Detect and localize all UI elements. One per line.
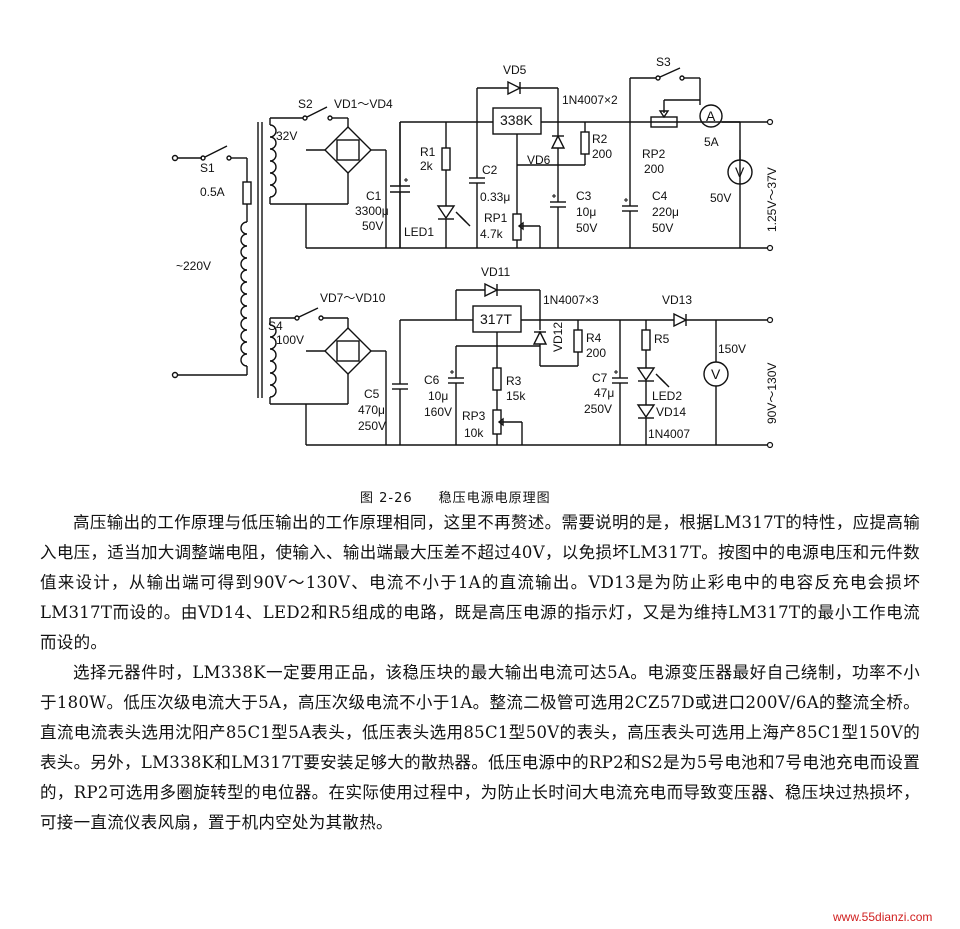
r1-value: 2k bbox=[420, 159, 434, 173]
rp3-label: RP3 bbox=[462, 409, 486, 423]
led2-label: LED2 bbox=[652, 389, 682, 403]
r4-value: 200 bbox=[586, 346, 606, 360]
low-voltmeter-symbol: V bbox=[735, 164, 745, 180]
watermark: www.55dianzi.com bbox=[833, 910, 933, 924]
paragraph: 选择元器件时，LM338K一定要用正品，该稳压块的最大输出电流可达5A。电源变压… bbox=[40, 663, 920, 832]
c2-label: C2 bbox=[482, 163, 498, 177]
c3-value: 10μ bbox=[576, 205, 596, 219]
c1-voltage: 50V bbox=[362, 219, 383, 233]
vd5-label: VD5 bbox=[503, 63, 527, 77]
s2-label: S2 bbox=[298, 97, 313, 111]
secondary-100v-label: 100V bbox=[276, 333, 304, 347]
c6-label: C6 bbox=[424, 373, 440, 387]
c6-value: 10μ bbox=[428, 389, 448, 403]
rp1-value: 4.7k bbox=[480, 227, 504, 241]
regulator-338k-label: 338K bbox=[500, 112, 533, 128]
c4-label: C4 bbox=[652, 189, 668, 203]
s3-label: S3 bbox=[656, 55, 671, 69]
r3-label: R3 bbox=[506, 374, 522, 388]
high-output-range: 90V～130V bbox=[765, 363, 779, 424]
secondary-32v-label: 32V bbox=[276, 129, 297, 143]
s1-label: S1 bbox=[200, 161, 215, 175]
low-voltmeter-range: 50V bbox=[710, 191, 731, 205]
mains-voltage-label: ~220V bbox=[176, 259, 211, 273]
high-voltmeter-symbol: V bbox=[711, 366, 721, 382]
vd13-label: VD13 bbox=[662, 293, 692, 307]
vd11-label: VD11 bbox=[481, 265, 510, 279]
high-voltmeter-range: 150V bbox=[718, 342, 746, 356]
figure-number: 图 2-26 bbox=[360, 491, 413, 506]
vd14-label: VD14 bbox=[656, 405, 686, 419]
ammeter-range: 5A bbox=[704, 135, 719, 149]
vd14-model: 1N4007 bbox=[648, 427, 690, 441]
low-output-range: 1.25V～37V bbox=[765, 167, 779, 232]
c6-voltage: 160V bbox=[424, 405, 452, 419]
r3-value: 15k bbox=[506, 389, 526, 403]
figure-title: 稳压电源电原理图 bbox=[438, 491, 551, 506]
rp3-value: 10k bbox=[464, 426, 484, 440]
c5-voltage: 250V bbox=[358, 419, 386, 433]
c5-label: C5 bbox=[364, 387, 380, 401]
c7-value: 47μ bbox=[594, 386, 614, 400]
c1-label: C1 bbox=[366, 189, 382, 203]
figure-caption: 图 2-26 稳压电源电原理图 bbox=[360, 487, 551, 506]
rp2-label: RP2 bbox=[642, 147, 666, 161]
bridge-vd7-vd10-label: VD7～VD10 bbox=[320, 291, 386, 305]
circuit-schematic: ~220V 0.5A S1 S2 S3 S4 32V VD1～VD4 C1 33… bbox=[171, 55, 779, 449]
high-diode-note: 1N4007×3 bbox=[543, 293, 599, 307]
paragraph: 高压输出的工作原理与低压输出的工作原理相同，这里不再赘述。需要说明的是，根据LM… bbox=[40, 513, 920, 652]
fuse-label: 0.5A bbox=[200, 185, 225, 199]
c3-label: C3 bbox=[576, 189, 592, 203]
c5-value: 470μ bbox=[358, 403, 385, 417]
r2-value: 200 bbox=[592, 147, 612, 161]
c4-value: 220μ bbox=[652, 205, 679, 219]
vd6-label: VD6 bbox=[527, 153, 551, 167]
regulator-317t-label: 317T bbox=[480, 311, 512, 327]
s4-label: S4 bbox=[268, 319, 283, 333]
rp1-label: RP1 bbox=[484, 211, 508, 225]
r4-label: R4 bbox=[586, 331, 602, 345]
r5-label: R5 bbox=[654, 332, 670, 346]
c1-value: 3300μ bbox=[355, 204, 389, 218]
low-diode-note: 1N4007×2 bbox=[562, 93, 618, 107]
vd12-label: VD12 bbox=[551, 322, 565, 352]
c2-value: 0.33μ bbox=[480, 190, 510, 204]
c7-voltage: 250V bbox=[584, 402, 612, 416]
c3-voltage: 50V bbox=[576, 221, 597, 235]
c7-label: C7 bbox=[592, 371, 608, 385]
c4-voltage: 50V bbox=[652, 221, 673, 235]
bridge-vd1-vd4-label: VD1～VD4 bbox=[334, 97, 393, 111]
ammeter-symbol: A bbox=[706, 108, 716, 124]
r1-label: R1 bbox=[420, 145, 436, 159]
r2-label: R2 bbox=[592, 132, 608, 146]
led1-label: LED1 bbox=[404, 225, 434, 239]
rp2-value: 200 bbox=[644, 162, 664, 176]
article-body: 高压输出的工作原理与低压输出的工作原理相同，这里不再赘述。需要说明的是，根据LM… bbox=[40, 508, 920, 838]
